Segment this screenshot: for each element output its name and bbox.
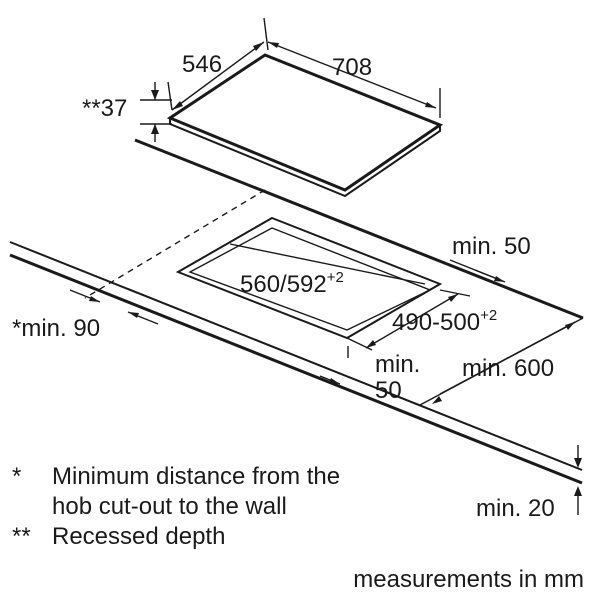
footnote-text: Recessed depth xyxy=(52,523,226,550)
dim-min-90 xyxy=(69,289,159,325)
label-length-708: 708 xyxy=(332,54,372,81)
dim-546 xyxy=(167,17,269,111)
label-width-546: 546 xyxy=(182,51,222,78)
projection-line xyxy=(84,189,266,299)
label-min-20: min. 20 xyxy=(476,495,555,522)
worktop-front-edge-top xyxy=(9,241,583,471)
footnote-2: ** Recessed depth xyxy=(12,522,432,552)
cutout-inner-edge xyxy=(188,227,432,331)
dim-recess xyxy=(140,82,172,142)
label-recess-37: **37 xyxy=(82,95,127,122)
dim-min-600 xyxy=(419,317,584,406)
footnote-text: Minimum distance from the xyxy=(52,463,341,490)
hob xyxy=(166,53,444,198)
worktop-back-edge xyxy=(134,138,584,320)
footnote-mark: * xyxy=(12,463,22,490)
footnotes: * Minimum distance from the hob cut-out … xyxy=(12,462,432,552)
label-cutout: 560/592+2 xyxy=(240,269,344,298)
dim-708 xyxy=(267,41,441,118)
label-min-front-1: min. xyxy=(375,351,420,378)
footnote-1-continued: hob cut-out to the wall xyxy=(12,492,432,522)
dim-490-500 xyxy=(346,289,471,351)
label-depth: 490-500+2 xyxy=(392,307,497,336)
dim-560-592 xyxy=(229,243,426,285)
label-min-50-back: min. 50 xyxy=(452,233,531,260)
dim-min-20 xyxy=(574,445,582,515)
worktop-front-edge-bottom xyxy=(9,253,583,485)
label-min-600: min. 600 xyxy=(462,355,554,382)
label-min-front-2: 50 xyxy=(375,377,402,404)
units-caption: measurements in mm xyxy=(353,566,584,593)
footnote-text: hob cut-out to the wall xyxy=(52,493,287,520)
dim-min-50-back xyxy=(449,259,506,283)
label-min-90: *min. 90 xyxy=(12,315,100,342)
hob-top-surface xyxy=(166,53,444,192)
footnote-1: * Minimum distance from the xyxy=(12,462,432,492)
hob-front-edge xyxy=(169,118,441,198)
footnote-mark: ** xyxy=(12,523,31,550)
dim-min-50-front xyxy=(319,346,349,385)
